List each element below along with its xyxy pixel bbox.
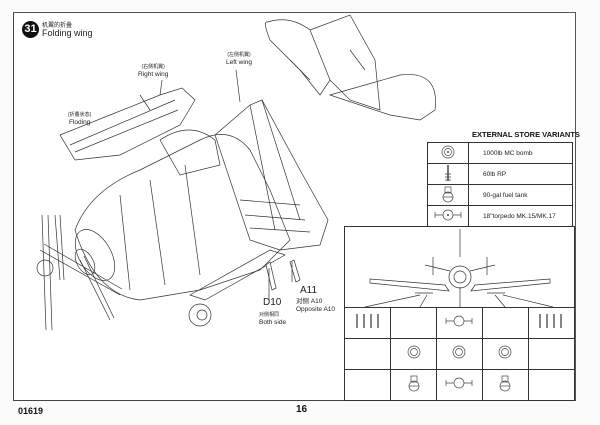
fuel-tank-icon <box>408 375 419 391</box>
page-number: 16 <box>296 404 308 415</box>
store-row: 18"torpedo MK.15/MK.17 <box>427 205 573 227</box>
propeller <box>36 214 123 331</box>
fuel-tank-icon <box>500 375 511 391</box>
loadout-cell <box>527 307 576 339</box>
folding-label: (折叠状态) Floding <box>68 112 92 126</box>
loadout-row <box>343 338 576 370</box>
rockets-icon <box>355 313 379 328</box>
bomb-icon <box>453 345 466 358</box>
right-wing <box>59 87 196 161</box>
part-a11-note: 对侧 A10 Opposite A10 <box>296 298 336 313</box>
front-view-aircraft <box>364 229 554 308</box>
loadout-cell <box>482 307 529 339</box>
loadout-row <box>343 369 576 401</box>
loadout-cell <box>527 338 576 370</box>
external-stores-table: 1000lb MC bomb 60lb RP 90-gal fuel tank … <box>427 142 573 227</box>
loadout-cell <box>343 307 392 339</box>
bomb-icon <box>441 145 455 159</box>
fuel-tank-icon <box>442 186 454 203</box>
torpedo-icon <box>446 377 473 389</box>
landing-gear <box>188 249 301 327</box>
part-a11-code: A11 <box>300 285 318 296</box>
rocket-icon <box>445 165 451 181</box>
store-label: 1000lb MC bomb <box>468 142 573 164</box>
store-row: 1000lb MC bomb <box>427 142 573 164</box>
loadout-grid <box>343 307 576 401</box>
step-title-cn: 机翼的折叠 <box>42 23 73 29</box>
part-d10-note: 对侧相同 Both side <box>259 312 287 326</box>
store-label: 90-gal fuel tank <box>468 184 573 206</box>
left-wing <box>214 99 329 251</box>
loadout-cell <box>390 338 437 370</box>
store-row: 60lb RP <box>427 163 573 185</box>
part-d10-code: D10 <box>263 297 282 308</box>
torpedo-icon <box>446 315 473 327</box>
loadout-cell <box>343 338 392 370</box>
store-label: 18"torpedo MK.15/MK.17 <box>468 205 573 227</box>
step-number-badge: 31 <box>22 21 39 38</box>
tail-assembly <box>265 14 436 121</box>
loadout-cell <box>390 307 437 339</box>
loadout-row <box>343 307 576 339</box>
loadout-cell <box>435 369 484 401</box>
right-wing-label: (右侧机翼) Right wing <box>138 64 169 78</box>
loadout-cell <box>482 338 529 370</box>
left-wing-label: (左侧机翼) Left wing <box>226 52 253 66</box>
product-code: 01619 <box>18 406 44 416</box>
loadout-cell <box>390 369 437 401</box>
store-row: 90-gal fuel tank <box>427 184 573 206</box>
step-title: Folding wing <box>42 28 93 38</box>
loadout-cell <box>435 307 484 339</box>
torpedo-icon <box>434 209 462 221</box>
bomb-icon <box>499 345 512 358</box>
loadout-cell <box>435 338 484 370</box>
loadout-cell <box>527 369 576 401</box>
loadout-cell <box>482 369 529 401</box>
bomb-icon <box>407 345 420 358</box>
loadout-cell <box>343 369 392 401</box>
fuselage <box>74 129 291 301</box>
rockets-icon <box>539 313 562 328</box>
external-stores-title: EXTERNAL STORE VARIANTS <box>472 130 580 139</box>
store-label: 60lb RP <box>468 163 573 185</box>
